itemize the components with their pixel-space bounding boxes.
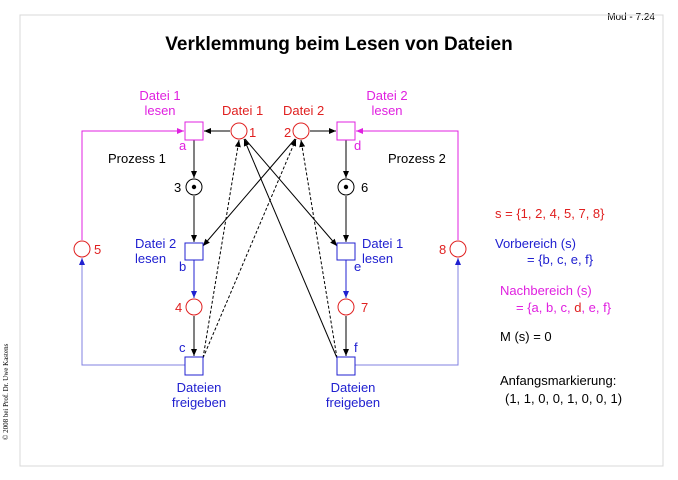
id-transition-f: f [354, 340, 358, 355]
place-4 [185, 298, 203, 316]
arc-8-d [356, 128, 459, 240]
token-place-3 [191, 184, 197, 190]
id-place-8: 8 [439, 242, 447, 257]
note-anfangsmarkierung-value: (1, 1, 0, 0, 1, 0, 0, 1) [505, 391, 623, 406]
arc-f-1 [243, 138, 338, 359]
label-process-1: Prozess 1 [108, 151, 166, 166]
place-8 [449, 240, 467, 258]
copyright: © 2008 bei Prof. Dr. Uwe Kastens [2, 343, 10, 440]
slide-number: Mod - 7.24 [607, 12, 655, 23]
transition-a [184, 121, 204, 141]
slide-title: Verklemmung beim Lesen von Dateien [165, 34, 513, 55]
id-place-1: 1 [249, 125, 257, 140]
note-nachbereich-title: Nachbereich (s) [500, 283, 592, 298]
token-place-6 [343, 184, 349, 190]
label-place-1: Datei 1 [222, 103, 264, 118]
label-process-2: Prozess 2 [388, 151, 446, 166]
note-vorbereich-value: = {b, c, e, f} [527, 252, 594, 267]
transition-f [336, 356, 356, 376]
id-transition-d: d [354, 138, 362, 153]
arc-f-8 [354, 258, 461, 366]
transition-b [184, 242, 204, 261]
transition-d [336, 121, 356, 141]
note-s: s = {1, 2, 4, 5, 7, 8} [495, 206, 605, 221]
place-1 [230, 122, 248, 140]
arc-c-5 [79, 258, 186, 366]
place-5 [73, 240, 91, 258]
note-anfangsmarkierung-title: Anfangsmarkierung: [500, 373, 617, 388]
note-m: M (s) = 0 [500, 329, 552, 344]
arc-1-e [244, 138, 338, 247]
transition-c [184, 356, 204, 376]
id-place-5: 5 [94, 242, 102, 257]
place-7 [337, 298, 355, 316]
id-transition-c: c [179, 340, 186, 355]
note-vorbereich-title: Vorbereich (s) [495, 236, 576, 251]
id-place-6: 6 [361, 180, 369, 195]
id-place-4: 4 [175, 300, 183, 315]
id-transition-a: a [179, 138, 187, 153]
id-place-3: 3 [174, 180, 182, 195]
id-place-2: 2 [284, 125, 292, 140]
note-nachbereich-value: = {a, b, c, d, e, f} [516, 300, 612, 315]
id-transition-e: e [354, 259, 362, 274]
id-transition-b: b [179, 259, 187, 274]
arc-5-a [81, 128, 184, 240]
arc-c-1 [202, 139, 241, 359]
id-place-7: 7 [361, 300, 369, 315]
label-place-2: Datei 2 [283, 103, 325, 118]
slide-frame [19, 14, 664, 467]
arc-c-2 [202, 138, 297, 359]
place-2 [292, 122, 310, 140]
transition-e [336, 242, 356, 261]
arc-2-b [202, 138, 296, 247]
arc-f-2 [299, 139, 338, 359]
